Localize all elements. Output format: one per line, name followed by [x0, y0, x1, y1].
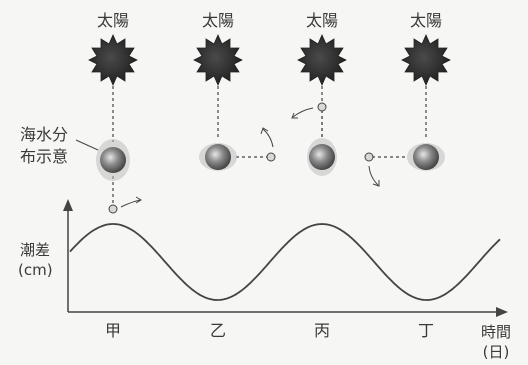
y-axis-unit: (cm) — [18, 261, 53, 279]
orbit-arrows — [120, 107, 380, 208]
moon-icon — [266, 152, 276, 162]
moon-icon — [108, 204, 118, 214]
phase-label-bing: 丙 — [313, 321, 330, 340]
sun-label: 太陽 — [305, 11, 338, 30]
tide-note-line1: 海水分 — [20, 125, 69, 144]
phase-label-jia: 甲 — [104, 321, 121, 340]
moon-icons — [108, 102, 374, 214]
arrowhead-icon — [291, 112, 298, 119]
earth-icon — [309, 144, 335, 170]
tide-note-line2: 布示意 — [20, 147, 69, 166]
orbit-arrow-icon — [120, 199, 141, 208]
sun-earth-connectors — [112, 80, 427, 206]
y-axis-arrow-icon — [63, 199, 73, 211]
arrowhead-icon — [372, 180, 380, 187]
y-axis-label: 潮差 — [20, 241, 51, 259]
sun-icon — [401, 34, 451, 86]
x-axis-unit: (日) — [482, 343, 510, 361]
earth-icon — [205, 144, 231, 170]
sun-icon — [88, 34, 138, 86]
sun-label: 太陽 — [409, 11, 442, 30]
x-axis-arrow-icon — [496, 307, 508, 317]
note-pointer — [75, 139, 99, 151]
arrowhead-icon — [135, 196, 142, 204]
moon-icon — [364, 152, 374, 162]
orbit-arrow-icon — [368, 165, 379, 186]
tide-curve — [69, 223, 501, 301]
sun-icons — [88, 34, 451, 86]
sun-label: 太陽 — [96, 11, 129, 30]
moon-icon — [317, 102, 327, 112]
arrowhead-icon — [260, 127, 269, 135]
phase-label-yi: 乙 — [209, 321, 226, 340]
sun-icon — [297, 34, 347, 86]
earth-icon — [413, 144, 439, 170]
sun-icon — [193, 34, 243, 86]
x-axis-label: 時間 — [480, 323, 511, 341]
phase-label-ding: 丁 — [417, 321, 434, 340]
earth-icon — [100, 147, 126, 173]
graph-axes — [63, 199, 508, 317]
orbit-arrow-icon — [262, 128, 274, 148]
orbit-arrow-icon — [292, 107, 314, 118]
earth-icons — [96, 138, 445, 181]
sun-label: 太陽 — [201, 11, 234, 30]
